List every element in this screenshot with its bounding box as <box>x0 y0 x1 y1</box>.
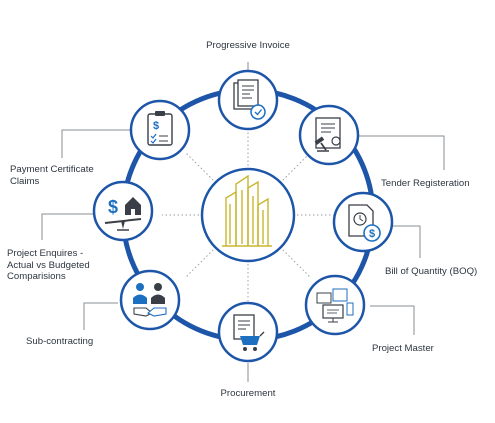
label-progressive-invoice: Progressive Invoice <box>206 40 290 51</box>
bill-dollar-icon: $ <box>348 204 381 242</box>
invoice-icon <box>233 79 266 120</box>
label-project-enquires-line-2: Actual vs Budgeted <box>7 259 90 271</box>
building-icon <box>222 174 272 247</box>
clipboard-dollar-icon: $ <box>147 111 173 146</box>
label-payment-certificate: Payment Certificate Claims <box>10 164 94 187</box>
connector-project-enquires <box>41 213 94 240</box>
label-procurement: Procurement <box>220 388 276 399</box>
svg-text:$: $ <box>108 197 118 217</box>
tender-document-icon <box>314 117 341 152</box>
node-project-master[interactable] <box>304 274 366 336</box>
balance-house-icon: $ <box>104 197 142 231</box>
spokes <box>162 129 334 301</box>
cart-icon <box>233 314 265 351</box>
center-node <box>200 167 296 263</box>
node-procurement[interactable] <box>217 301 279 363</box>
label-project-enquires-line-1: Project Enquires - <box>7 248 84 259</box>
svg-text:$: $ <box>369 228 375 240</box>
label-bill-of-quantity: Bill of Quantity (BOQ) <box>385 266 478 277</box>
svg-text:$: $ <box>153 120 159 132</box>
node-project-enquires[interactable]: $ <box>92 180 154 242</box>
handshake-icon <box>133 283 167 317</box>
node-sub-contracting[interactable] <box>119 269 181 331</box>
label-payment-certificate-line-2: Claims <box>10 175 40 187</box>
label-project-enquires: Project Enquires - Actual vs Budgeted Co… <box>7 248 90 283</box>
project-master-icon <box>316 288 354 323</box>
connector-tender-registeration <box>358 135 445 170</box>
connector-sub-contracting <box>83 302 118 330</box>
label-project-enquires-line-3: Comparisions <box>7 271 66 282</box>
label-tender-registeration: Tender Registeration <box>381 178 470 189</box>
node-bill-of-quantity[interactable]: $ <box>332 191 394 253</box>
label-project-master: Project Master <box>372 343 434 354</box>
connector-project-master <box>370 305 415 335</box>
node-progressive-invoice[interactable] <box>217 69 279 131</box>
node-tender-registeration[interactable] <box>298 104 360 166</box>
connector-payment-certificate <box>61 129 130 158</box>
label-payment-certificate-line-1: Payment Certificate <box>10 164 94 175</box>
node-payment-certificate[interactable]: $ <box>129 99 191 161</box>
label-sub-contracting: Sub-contracting <box>26 336 94 347</box>
connector-bill-of-quantity <box>392 225 421 258</box>
